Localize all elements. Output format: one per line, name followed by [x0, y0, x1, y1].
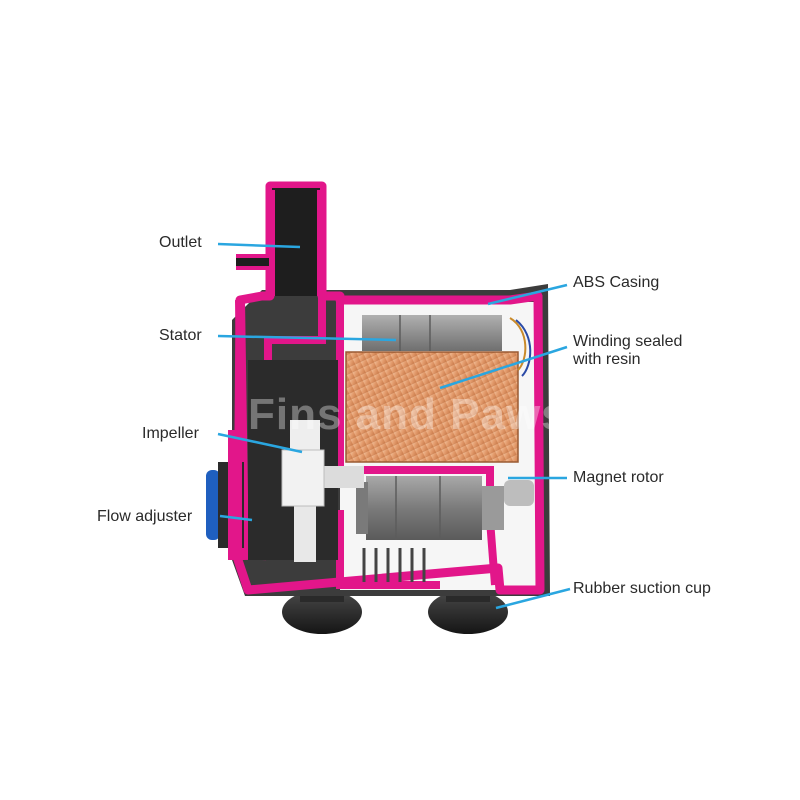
impeller — [281, 420, 364, 562]
flow-adjuster — [206, 430, 244, 560]
magnet-rotor — [356, 476, 534, 540]
leader-lines — [217, 242, 571, 610]
stator — [362, 315, 502, 351]
heat-sink — [362, 548, 426, 582]
label-winding-line2: with resin — [573, 351, 641, 368]
label-rubber-suction-cup: Rubber suction cup — [573, 580, 711, 597]
winding-coil — [345, 317, 532, 463]
watermark: Fins and Paws — [248, 390, 567, 439]
label-winding-line1: Winding sealed — [573, 333, 683, 350]
outlet-tube — [236, 188, 323, 296]
label-magnet-rotor: Magnet rotor — [573, 469, 664, 486]
label-outlet: Outlet — [159, 234, 202, 251]
label-flow-adjuster: Flow adjuster — [97, 508, 193, 525]
label-impeller: Impeller — [142, 425, 199, 442]
label-abs-casing: ABS Casing — [573, 274, 660, 291]
label-stator: Stator — [159, 327, 202, 344]
